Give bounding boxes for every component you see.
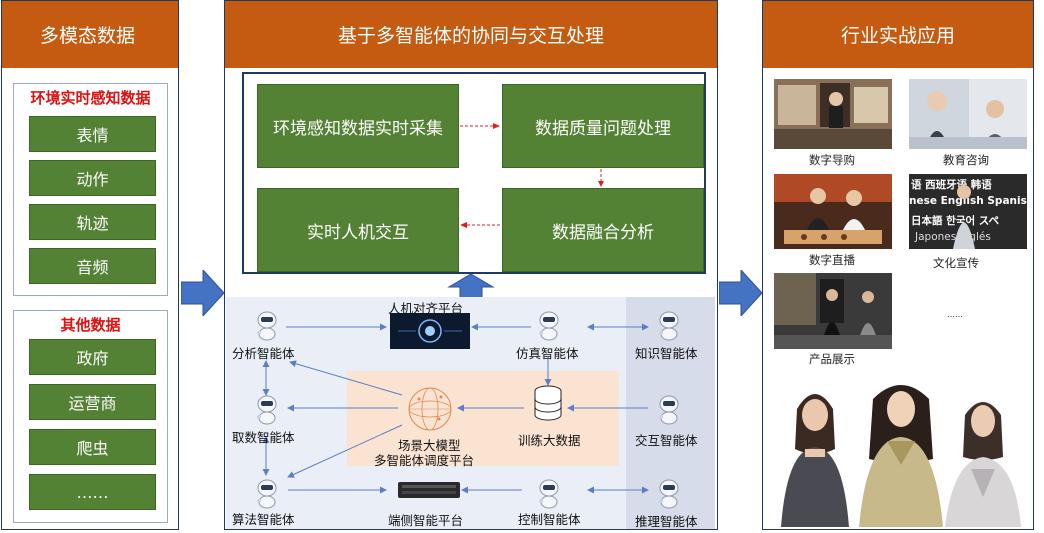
knowledge-agent-robot-icon	[659, 311, 679, 341]
alignment-platform-icon	[390, 313, 470, 349]
culture-promotion-caption: 文化宣传	[933, 256, 979, 270]
product-showcase-image	[774, 273, 892, 349]
item-government: 政府	[29, 339, 156, 375]
item-motion: 动作	[29, 160, 156, 196]
digital-livestream-caption: 数字直播	[809, 253, 855, 267]
agent-collaboration-area: 分析智能体 取数智能体 算法智能体 人机对齐平台 仿真智能体 知识智能体 交互智…	[226, 297, 715, 529]
product-showcase-caption: 产品展示	[809, 352, 855, 366]
item-expression: 表情	[29, 116, 156, 152]
digital-shopping-guide-caption: 数字导购	[809, 153, 855, 167]
edge-platform-device-icon	[398, 482, 460, 498]
item-trajectory: 轨迹	[29, 204, 156, 240]
process-interaction: 实时人机交互	[257, 188, 459, 272]
agent-connections	[262, 323, 649, 494]
control-agent-label: 控制智能体	[518, 512, 581, 527]
flow-arrow-up-icon	[447, 273, 495, 299]
algorithm-agent-label: 算法智能体	[232, 512, 295, 527]
digital-shopping-guide-image	[774, 79, 892, 149]
flow-arrow-right-icon	[181, 270, 225, 316]
simulation-agent-robot-icon	[539, 311, 559, 341]
multimodal-data-header: 多模态数据	[2, 1, 178, 68]
core-scheduling-area	[347, 371, 619, 466]
inference-agent-label: 推理智能体	[635, 514, 698, 529]
fetch-agent-robot-icon	[257, 395, 277, 425]
simulation-agent-label: 仿真智能体	[516, 346, 579, 361]
realtime-perception-title: 环境实时感知数据	[30, 89, 151, 107]
item-operator: 运营商	[29, 384, 156, 420]
training-data-label: 训练大数据	[518, 433, 581, 448]
control-agent-robot-icon	[539, 479, 559, 509]
industry-application-title: 行业实战应用	[840, 25, 955, 47]
education-consulting-caption: 教育咨询	[943, 153, 989, 167]
industry-application-header: 行业实战应用	[763, 1, 1033, 68]
algorithm-agent-robot-icon	[257, 479, 277, 509]
other-data-title: 其他数据	[60, 316, 121, 334]
process-collect: 环境感知数据实时采集	[257, 84, 459, 168]
digital-livestream-image	[774, 174, 892, 249]
process-frame: 环境感知数据实时采集 数据质量问题处理 实时人机交互 数据融合分析	[242, 72, 706, 274]
edge-platform-label: 端侧智能平台	[388, 513, 464, 528]
knowledge-agent-label: 知识智能体	[635, 346, 698, 361]
more-apps-ellipsis: ……	[947, 310, 963, 319]
realtime-perception-group: 环境实时感知数据 表情 动作 轨迹 音频	[13, 83, 168, 296]
multimodal-data-panel: 多模态数据 环境实时感知数据 表情 动作 轨迹 音频 其他数据 政府 运营商 爬…	[1, 0, 179, 530]
industry-application-panel: 行业实战应用 数字导购 教育咨询	[762, 0, 1034, 530]
alignment-platform-label: 人机对齐平台	[388, 301, 464, 316]
multi-agent-header: 基于多智能体的协同与交互处理	[225, 1, 717, 68]
process-arrows	[460, 123, 604, 228]
process-quality: 数据质量问题处理	[502, 84, 704, 168]
interaction-agent-label: 交互智能体	[635, 433, 698, 448]
process-fusion: 数据融合分析	[502, 188, 704, 272]
item-more: ……	[29, 474, 156, 510]
multi-agent-panel: 基于多智能体的协同与交互处理 环境感知数据实时采集 数据质量问题处理 实时人机交…	[224, 0, 718, 530]
core-scheduling-label: 多智能体调度平台	[374, 453, 475, 468]
item-audio: 音频	[29, 248, 156, 284]
multi-agent-title: 基于多智能体的协同与交互处理	[337, 25, 604, 47]
language-banner-line1: 语 西班牙语 韩语	[911, 179, 992, 191]
fetch-agent-label: 取数智能体	[232, 430, 295, 445]
inference-agent-robot-icon	[659, 479, 679, 509]
core-model-label: 场景大模型	[398, 438, 461, 453]
training-data-database-icon	[534, 385, 562, 421]
analysis-agent-robot-icon	[257, 311, 277, 341]
language-banner-line2: nese English Spanish	[909, 195, 1027, 207]
item-crawler: 爬虫	[29, 429, 156, 465]
culture-presenter-figure	[953, 185, 975, 249]
flow-arrow-right-icon-2	[719, 270, 763, 316]
multimodal-data-title: 多模态数据	[40, 25, 136, 47]
scene-model-globe-icon	[408, 387, 452, 431]
culture-promotion-image: 语 西班牙语 韩语 nese English Spanish 日本語 한국어 ス…	[909, 174, 1027, 249]
education-consulting-image	[909, 79, 1027, 149]
digital-humans-image	[781, 385, 1021, 527]
analysis-agent-label: 分析智能体	[232, 346, 295, 361]
interaction-agent-robot-icon	[659, 395, 679, 425]
language-banner-line3: 日本語 한국어 スペ	[911, 215, 1000, 227]
other-data-group: 其他数据 政府 运营商 爬虫 ……	[13, 310, 168, 523]
